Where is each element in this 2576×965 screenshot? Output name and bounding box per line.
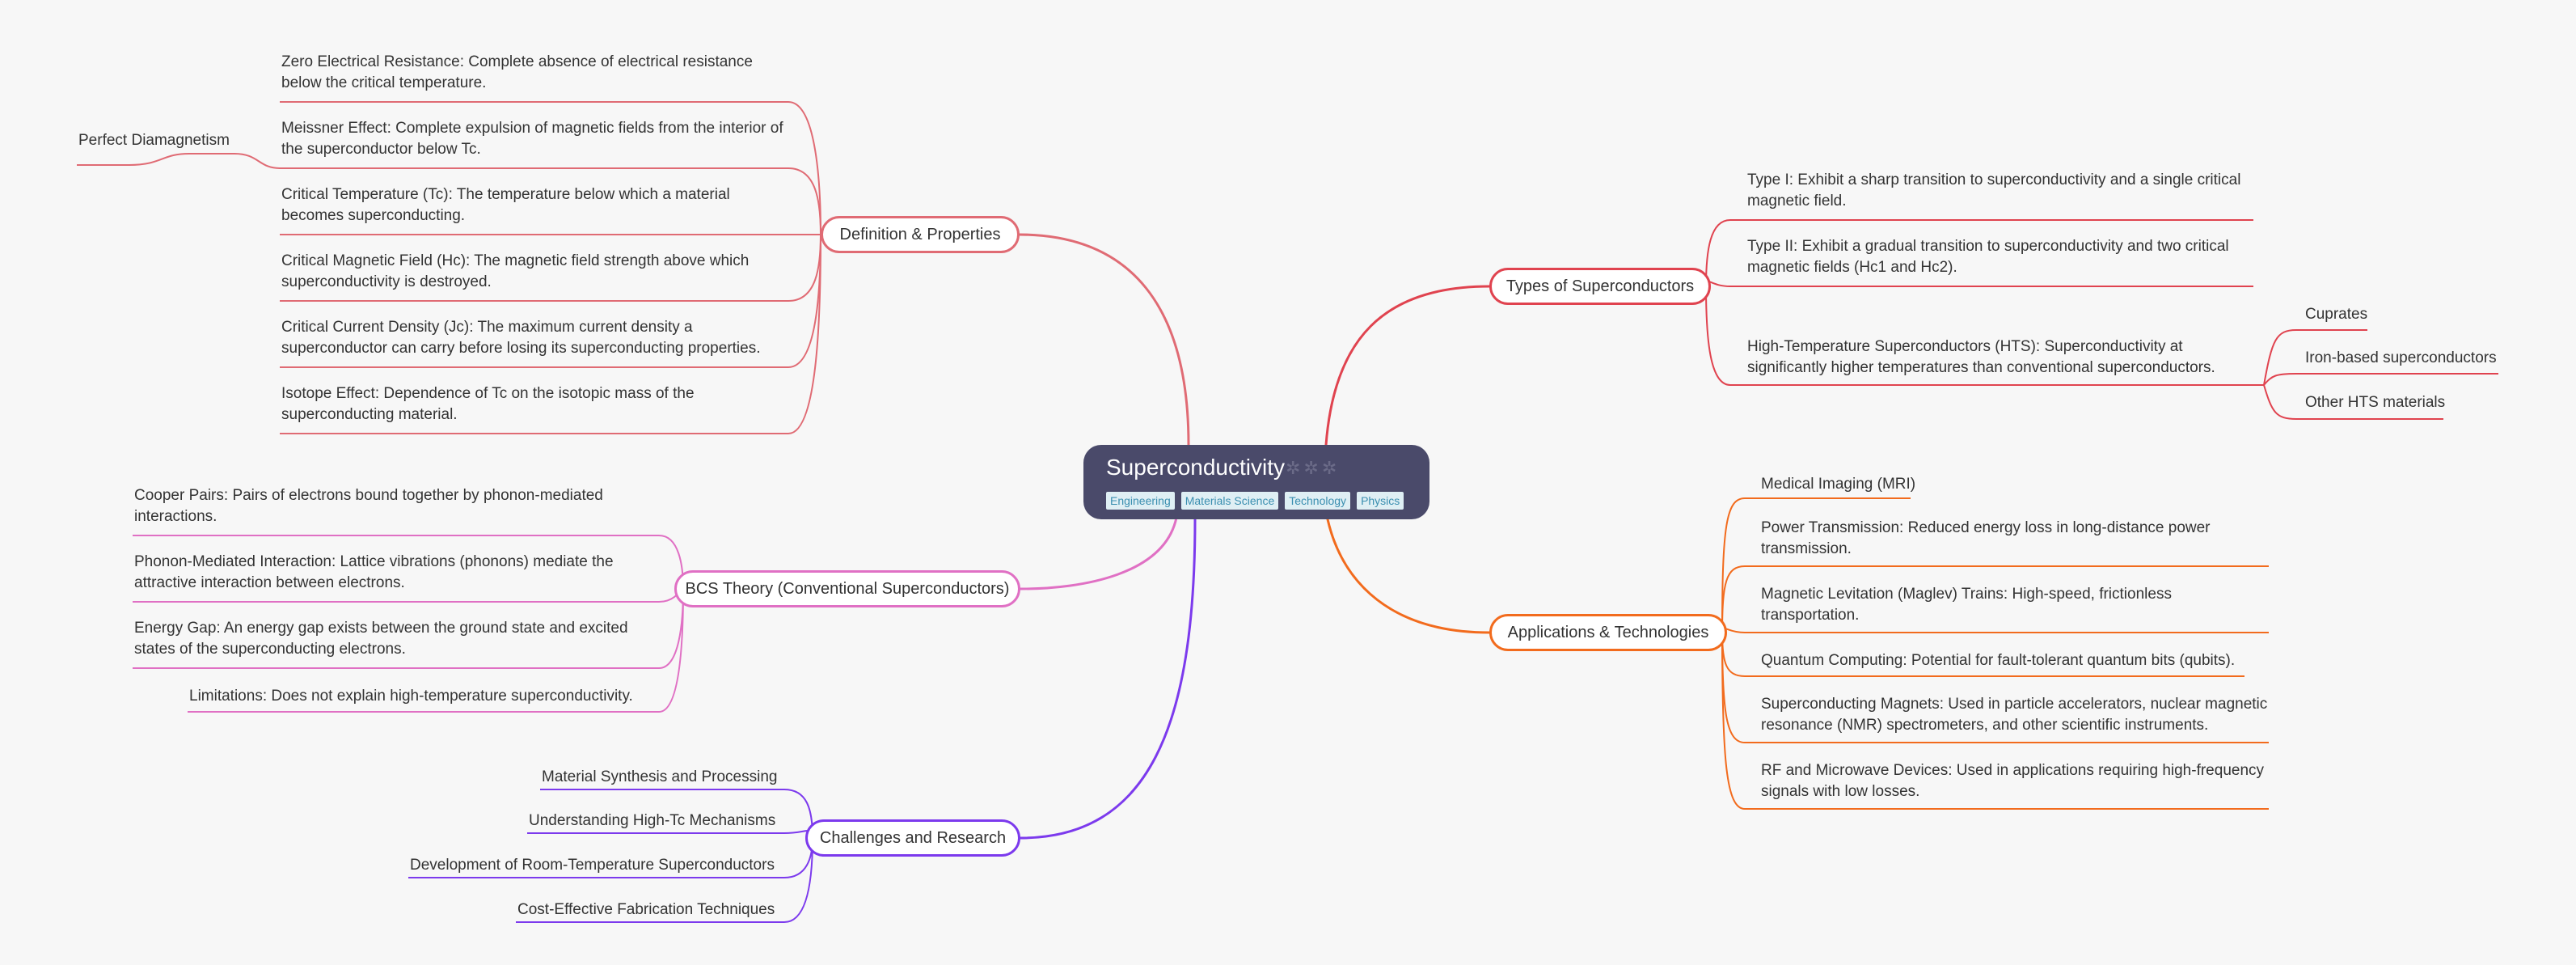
link-def-6 — [280, 234, 821, 434]
link-hts-3 — [2263, 384, 2443, 420]
leaf-material-synthesis[interactable]: Material Synthesis and Processing — [542, 768, 778, 785]
leaf-energy-gap[interactable]: Energy Gap: An energy gap exists between… — [134, 620, 628, 658]
root-title: Superconductivity — [1106, 455, 1286, 480]
link-root-applications — [1326, 518, 1491, 634]
leaf-high-tc-mechanisms[interactable]: Understanding High-Tc Mechanisms — [529, 812, 776, 829]
link-app-6 — [1721, 632, 2269, 810]
leaf-cost-effective-fabrication[interactable]: Cost-Effective Fabrication Techniques — [517, 901, 775, 918]
leaf-cuprates[interactable]: Cuprates — [2305, 306, 2368, 323]
leaf-phonon-interaction[interactable]: Phonon-Mediated Interaction: Lattice vib… — [134, 553, 614, 591]
tag-materials-science[interactable]: Materials Science — [1180, 492, 1279, 510]
leaf-power-transmission[interactable]: Power Transmission: Reduced energy loss … — [1761, 519, 2211, 557]
leaf-perfect-diamagnetism[interactable]: Perfect Diamagnetism — [78, 132, 230, 149]
leaf-limitations[interactable]: Limitations: Does not explain high-tempe… — [189, 688, 633, 705]
sparkle-icon: ✲✲✲ — [1286, 458, 1341, 478]
link-app-1 — [1721, 497, 1911, 633]
link-app-3 — [1721, 627, 2269, 633]
link-hts-1 — [2263, 329, 2367, 386]
link-root-bcs — [1019, 516, 1178, 590]
branch-types-superconductors[interactable]: Types of Superconductors — [1489, 268, 1711, 305]
leaf-cooper-pairs[interactable]: Cooper Pairs: Pairs of electrons bound t… — [134, 487, 603, 525]
link-root-types — [1324, 285, 1491, 447]
branch-definition-properties[interactable]: Definition & Properties — [821, 216, 1020, 253]
branch-challenges-research[interactable]: Challenges and Research — [805, 819, 1020, 857]
root-topic[interactable]: Superconductivity ✲✲✲ Engineering Materi… — [1083, 445, 1429, 519]
tag-physics[interactable]: Physics — [1357, 492, 1404, 510]
link-meissner-diamag — [77, 153, 281, 169]
leaf-type-ii[interactable]: Type II: Exhibit a gradual transition to… — [1747, 238, 2229, 276]
leaf-meissner-effect[interactable]: Meissner Effect: Complete expulsion of m… — [281, 120, 783, 158]
link-root-challenges — [1019, 518, 1197, 840]
link-bcs-4 — [188, 588, 684, 713]
root-tags: Engineering Materials Science Technology… — [1106, 492, 1404, 510]
tag-technology[interactable]: Technology — [1285, 492, 1351, 510]
link-hts-2 — [2263, 373, 2498, 386]
link-types-2 — [1705, 280, 2253, 287]
link-ch-2 — [527, 830, 813, 839]
link-root-definition — [1017, 233, 1190, 447]
leaf-critical-current-density[interactable]: Critical Current Density (Jc): The maxim… — [281, 319, 761, 357]
leaf-iron-based[interactable]: Iron-based superconductors — [2305, 349, 2497, 366]
leaf-critical-temperature[interactable]: Critical Temperature (Tc): The temperatu… — [281, 186, 730, 224]
link-ch-4 — [516, 837, 813, 923]
leaf-hts[interactable]: High-Temperature Superconductors (HTS): … — [1747, 338, 2215, 376]
leaf-maglev[interactable]: Magnetic Levitation (Maglev) Trains: Hig… — [1761, 586, 2172, 624]
leaf-rf-microwave[interactable]: RF and Microwave Devices: Used in applic… — [1761, 762, 2265, 800]
leaf-critical-magnetic-field[interactable]: Critical Magnetic Field (Hc): The magnet… — [281, 252, 750, 290]
tag-engineering[interactable]: Engineering — [1106, 492, 1175, 510]
leaf-medical-imaging[interactable]: Medical Imaging (MRI) — [1761, 476, 1916, 493]
leaf-superconducting-magnets[interactable]: Superconducting Magnets: Used in particl… — [1761, 696, 2268, 734]
leaf-other-hts[interactable]: Other HTS materials — [2305, 394, 2446, 411]
leaf-type-i[interactable]: Type I: Exhibit a sharp transition to su… — [1747, 171, 2241, 210]
branch-applications-technologies[interactable]: Applications & Technologies — [1489, 614, 1727, 651]
link-def-2 — [280, 167, 821, 235]
link-app-2 — [1721, 565, 2269, 633]
leaf-isotope-effect[interactable]: Isotope Effect: Dependence of Tc on the … — [281, 385, 695, 423]
link-types-3 — [1705, 286, 2264, 386]
branch-bcs-theory[interactable]: BCS Theory (Conventional Superconductors… — [674, 570, 1020, 607]
leaf-zero-resistance[interactable]: Zero Electrical Resistance: Complete abs… — [281, 53, 753, 91]
leaf-room-temperature[interactable]: Development of Room-Temperature Supercon… — [410, 857, 775, 874]
leaf-quantum-computing[interactable]: Quantum Computing: Potential for fault-t… — [1761, 652, 2236, 669]
